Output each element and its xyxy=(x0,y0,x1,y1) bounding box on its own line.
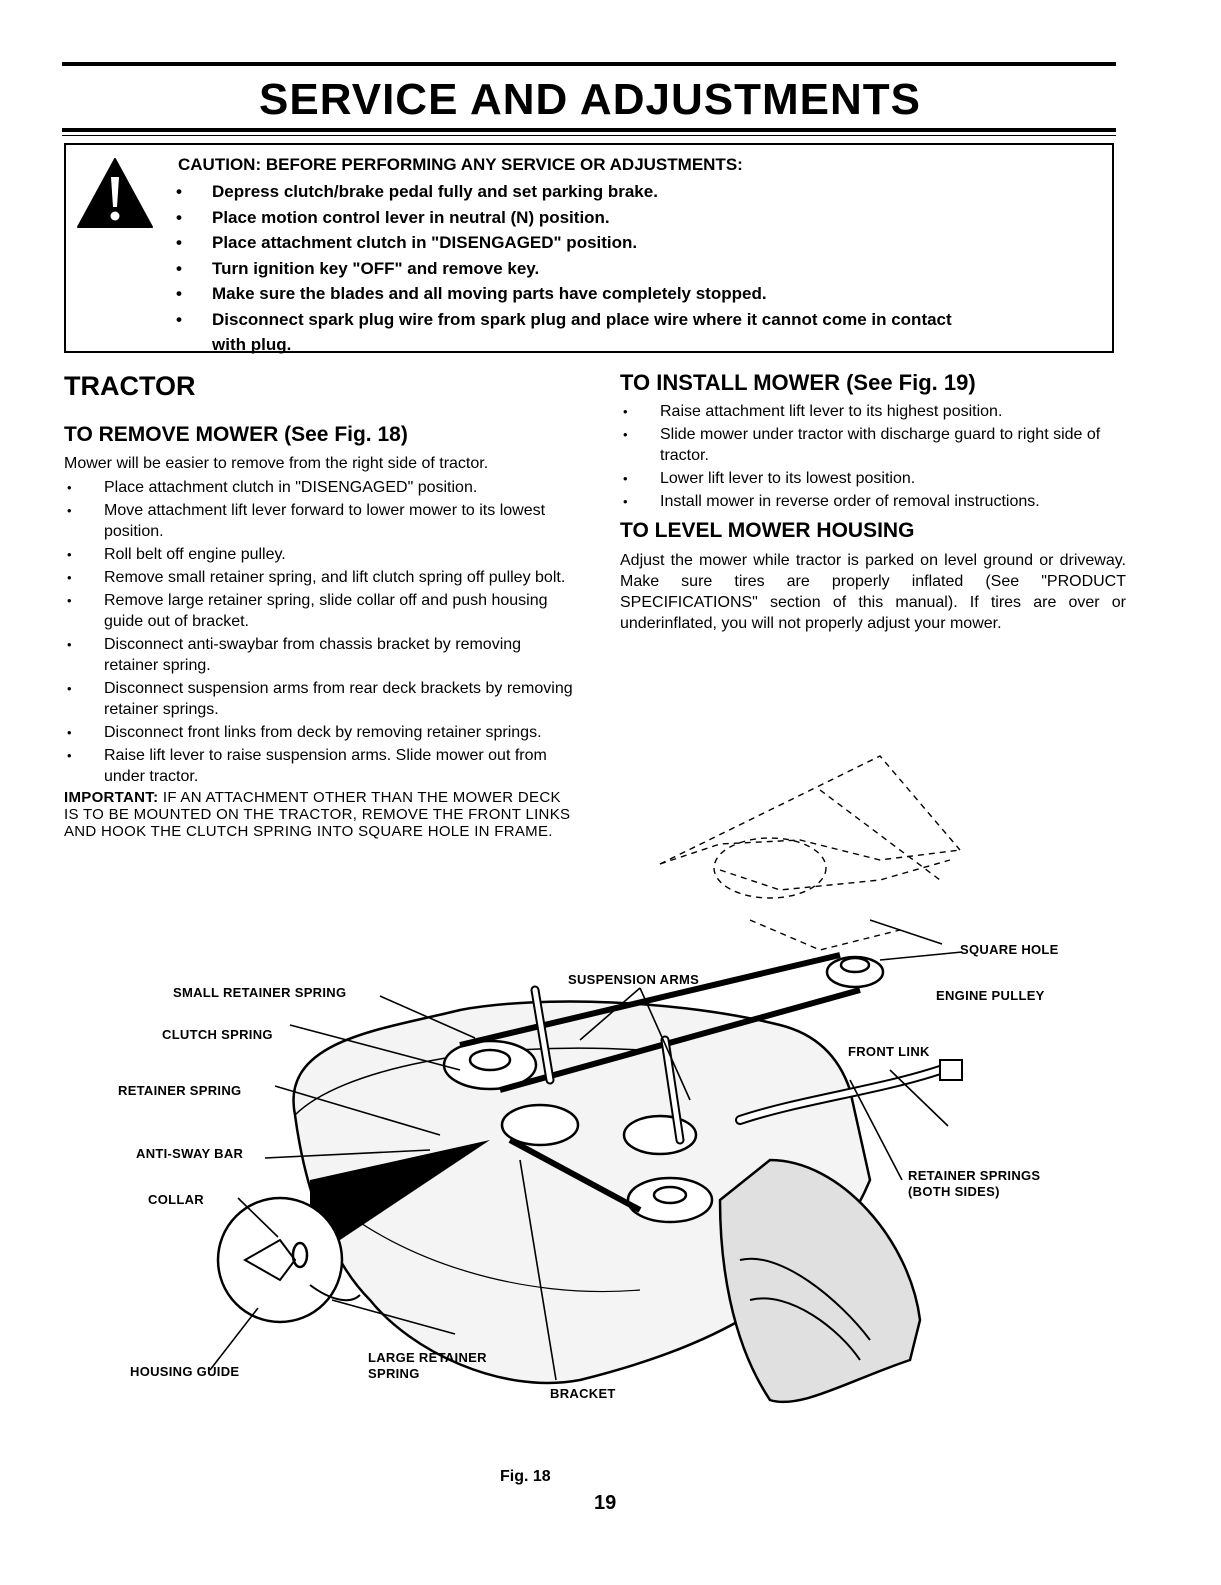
list-item: Lower lift lever to its lowest position. xyxy=(620,468,1126,489)
caution-box: CAUTION: BEFORE PERFORMING ANY SERVICE O… xyxy=(64,143,1114,354)
list-item: Raise lift lever to raise suspension arm… xyxy=(64,745,576,787)
caution-item: Disconnect spark plug wire from spark pl… xyxy=(170,307,952,358)
label-collar: COLLAR xyxy=(148,1192,204,1207)
remove-steps: Place attachment clutch in "DISENGAGED" … xyxy=(64,477,576,787)
caution-heading: CAUTION: BEFORE PERFORMING ANY SERVICE O… xyxy=(178,155,743,174)
page-number: 19 xyxy=(594,1492,617,1514)
list-item: Disconnect front links from deck by remo… xyxy=(64,722,576,743)
label-spring: SPRING xyxy=(368,1366,420,1381)
figure-18: SQUARE HOLE SUSPENSION ARMS ENGINE PULLE… xyxy=(80,740,1160,1420)
left-column: TRACTOR TO REMOVE MOWER (See Fig. 18) Mo… xyxy=(64,370,576,840)
label-anti-sway-bar: ANTI-SWAY BAR xyxy=(136,1146,244,1161)
remove-mower-heading: TO REMOVE MOWER (See Fig. 18) xyxy=(64,423,408,446)
important-text: IF AN ATTACHMENT OTHER THAN THE MOWER DE… xyxy=(64,789,571,840)
caution-item: Place motion control lever in neutral (N… xyxy=(170,205,952,231)
caution-item: Turn ignition key "OFF" and remove key. xyxy=(170,256,952,282)
label-both-sides: (BOTH SIDES) xyxy=(908,1184,1000,1199)
label-suspension-arms: SUSPENSION ARMS xyxy=(568,972,700,987)
list-item: Remove small retainer spring, and lift c… xyxy=(64,567,576,588)
label-bracket: BRACKET xyxy=(550,1386,616,1401)
list-item: Disconnect anti-swaybar from chassis bra… xyxy=(64,634,576,676)
figure-caption: Fig. 18 xyxy=(500,1468,551,1485)
right-column: TO INSTALL MOWER (See Fig. 19) Raise att… xyxy=(620,370,1126,634)
level-mower-heading: TO LEVEL MOWER HOUSING xyxy=(620,519,915,542)
install-steps: Raise attachment lift lever to its highe… xyxy=(620,401,1126,512)
label-front-link: FRONT LINK xyxy=(848,1044,930,1059)
label-clutch-spring: CLUTCH SPRING xyxy=(162,1027,273,1042)
title-rule-thin xyxy=(62,135,1116,136)
label-housing-guide: HOUSING GUIDE xyxy=(130,1364,240,1379)
list-item: Slide mower under tractor with discharge… xyxy=(620,424,1126,466)
caution-list: Depress clutch/brake pedal fully and set… xyxy=(170,179,952,358)
title-rule-thick xyxy=(62,128,1116,132)
tractor-heading: TRACTOR xyxy=(64,371,196,401)
remove-intro: Mower will be easier to remove from the … xyxy=(64,455,489,472)
list-item: Install mower in reverse order of remova… xyxy=(620,491,1126,512)
level-text: Adjust the mower while tractor is parked… xyxy=(620,552,1126,632)
list-item: Move attachment lift lever forward to lo… xyxy=(64,500,576,542)
list-item: Place attachment clutch in "DISENGAGED" … xyxy=(64,477,576,498)
top-rule xyxy=(62,62,1116,66)
label-retainer-spring: RETAINER SPRING xyxy=(118,1083,242,1098)
caution-item: Depress clutch/brake pedal fully and set… xyxy=(170,179,952,205)
list-item: Raise attachment lift lever to its highe… xyxy=(620,401,1126,422)
list-item: Disconnect suspension arms from rear dec… xyxy=(64,678,576,720)
mower-deck-illustration xyxy=(209,755,963,1404)
important-note: IMPORTANT: IF AN ATTACHMENT OTHER THAN T… xyxy=(64,789,576,840)
caution-item: Make sure the blades and all moving part… xyxy=(170,281,952,307)
list-item: Remove large retainer spring, slide coll… xyxy=(64,590,576,632)
warning-triangle-icon xyxy=(77,158,153,228)
label-retainer-springs: RETAINER SPRINGS xyxy=(908,1168,1041,1183)
list-item: Roll belt off engine pulley. xyxy=(64,544,576,565)
label-small-retainer-spring: SMALL RETAINER SPRING xyxy=(173,985,347,1000)
important-label: IMPORTANT: xyxy=(64,789,159,806)
caution-item: Place attachment clutch in "DISENGAGED" … xyxy=(170,230,952,256)
label-large-retainer: LARGE RETAINER xyxy=(368,1350,487,1365)
page-title: SERVICE AND ADJUSTMENTS xyxy=(259,75,921,124)
caution-item-continuation: with plug. xyxy=(212,335,292,354)
label-square-hole: SQUARE HOLE xyxy=(960,942,1059,957)
label-engine-pulley: ENGINE PULLEY xyxy=(936,988,1045,1003)
install-mower-heading: TO INSTALL MOWER (See Fig. 19) xyxy=(620,370,976,395)
